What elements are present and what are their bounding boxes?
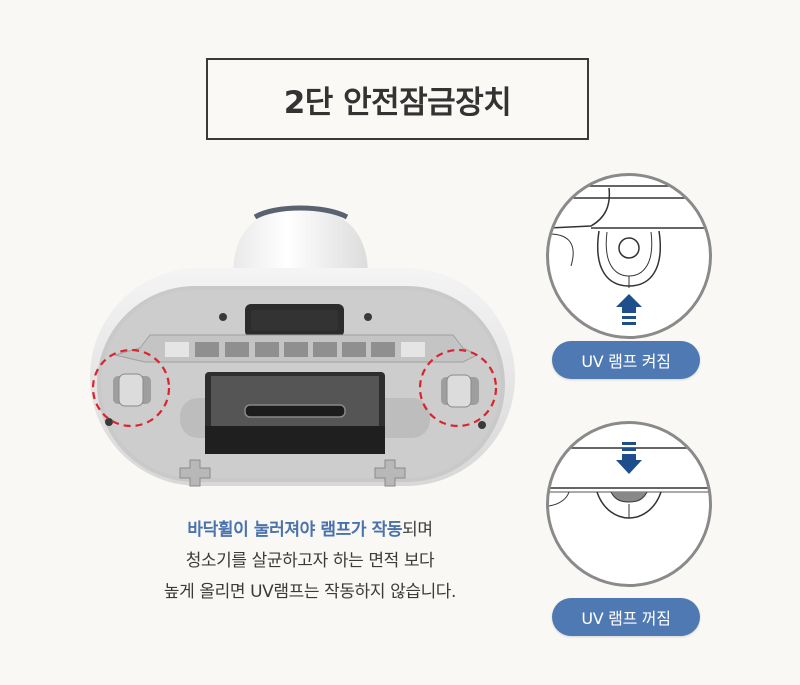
up-arrow-icon (616, 294, 642, 325)
description-highlight: 바닥휠이 눌러져야 램프가 작동 (187, 520, 403, 540)
description-line-3: 높게 올리면 UV램프는 작동하지 않습니다. (163, 582, 457, 602)
description-line-2: 청소기를 살균하고자 하는 면적 보다 (185, 551, 435, 571)
wheel-pressed-detail (546, 173, 712, 339)
wheel-raised-detail (546, 421, 712, 587)
title-box: 2단 안전잠금장치 (206, 58, 589, 140)
left-wheel (113, 373, 151, 407)
down-arrow-icon (616, 442, 642, 474)
uv-lamp-off-badge: UV 램프 꺼짐 (552, 598, 700, 636)
description: 바닥휠이 눌러져야 램프가 작동되며 청소기를 살균하고자 하는 면적 보다 높… (110, 515, 510, 608)
description-line-1: 바닥휠이 눌러져야 램프가 작동되며 (110, 515, 510, 546)
page-title: 2단 안전잠금장치 (283, 84, 512, 121)
uv-lamp-on-badge: UV 램프 켜짐 (552, 341, 700, 379)
right-wheel (441, 374, 479, 408)
vacuum-underside-illustration (90, 205, 515, 487)
description-line-1-rest: 되며 (402, 520, 433, 540)
